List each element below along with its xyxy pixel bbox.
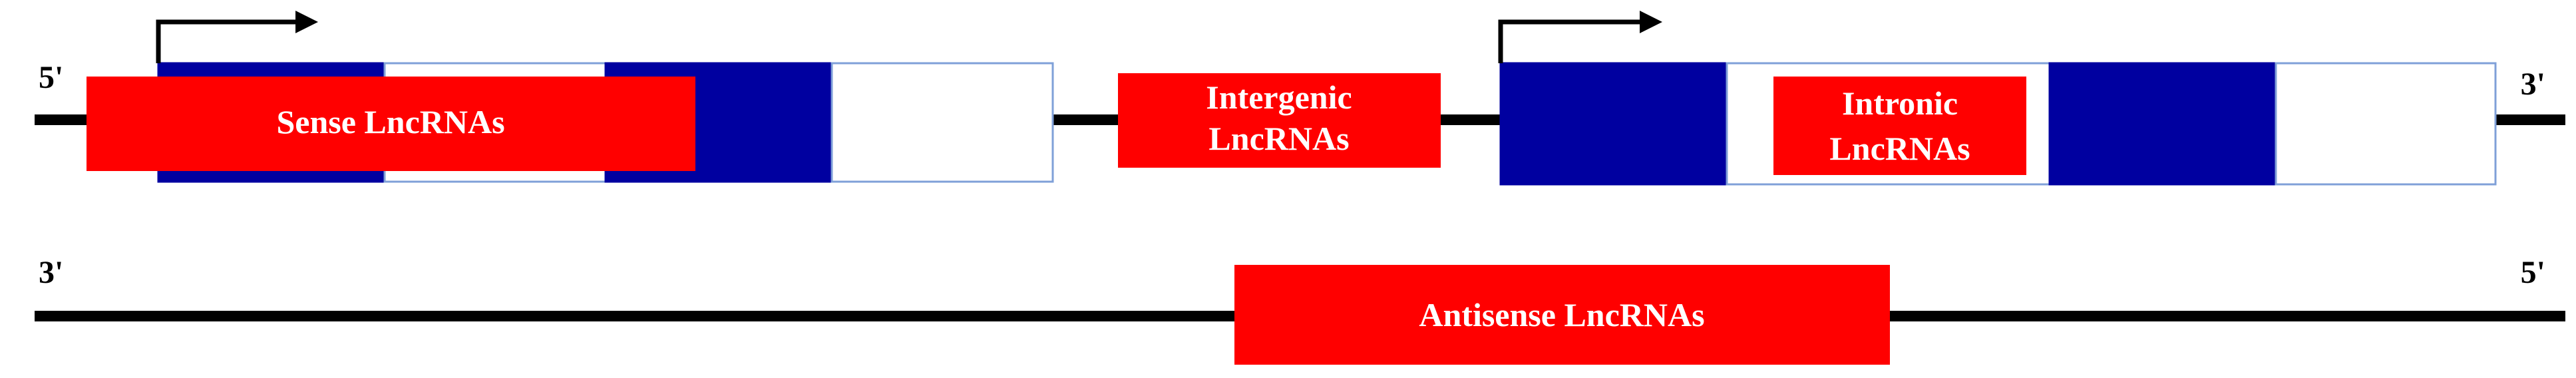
svg-text:5': 5' — [2521, 255, 2545, 290]
gene-2-intron-2 — [2275, 62, 2497, 186]
gene-1-intron-2 — [830, 62, 1054, 183]
svg-text:3': 3' — [39, 255, 63, 290]
svg-text:Intergenic: Intergenic — [1206, 79, 1352, 116]
svg-text:Sense LncRNAs: Sense LncRNAs — [276, 103, 504, 140]
intergenic-lncrna-label-line-2: LncRNAs — [1208, 120, 1349, 157]
intronic-lncrna-label-line-1: Intronic — [1842, 85, 1958, 122]
svg-text:3': 3' — [2521, 67, 2545, 102]
antisense-lncrna-label: Antisense LncRNAs — [1419, 296, 1704, 333]
bottom-strand-right-end-label: 5' — [2521, 255, 2545, 290]
svg-text:Intronic: Intronic — [1842, 85, 1958, 122]
top-strand-left-end-label: 5' — [39, 60, 63, 95]
intronic-lncrna-label-line-2: LncRNAs — [1829, 130, 1970, 167]
intergenic-lncrna-label-line-1: Intergenic — [1206, 79, 1352, 116]
svg-text:LncRNAs: LncRNAs — [1829, 130, 1970, 167]
gene-2-exon-1 — [1499, 62, 1728, 186]
sense-lncrna-label: Sense LncRNAs — [276, 103, 504, 140]
top-strand-right-end-label: 3' — [2521, 67, 2545, 102]
gene-2-exon-2 — [2048, 62, 2277, 186]
svg-text:Antisense LncRNAs: Antisense LncRNAs — [1419, 296, 1704, 333]
sense-lncrna-rect — [87, 77, 695, 171]
gene-2-tss-arrow-icon — [1498, 11, 1662, 63]
intronic-lncrna-box: Intronic LncRNAs — [1773, 77, 2026, 175]
intronic-lncrna-rect — [1773, 77, 2026, 175]
svg-text:LncRNAs: LncRNAs — [1208, 120, 1349, 157]
antisense-lncrna-rect — [1234, 265, 1890, 365]
svg-text:5': 5' — [39, 60, 63, 95]
sense-lncrna-box: Sense LncRNAs — [87, 77, 695, 171]
antisense-lncrna-box: Antisense LncRNAs — [1234, 265, 1890, 365]
intergenic-lncrna-box: Intergenic LncRNAs — [1118, 73, 1441, 168]
gene-1-tss-arrow-icon — [156, 11, 318, 63]
bottom-strand-left-end-label: 3' — [39, 255, 63, 290]
intergenic-lncrna-rect — [1118, 73, 1441, 168]
